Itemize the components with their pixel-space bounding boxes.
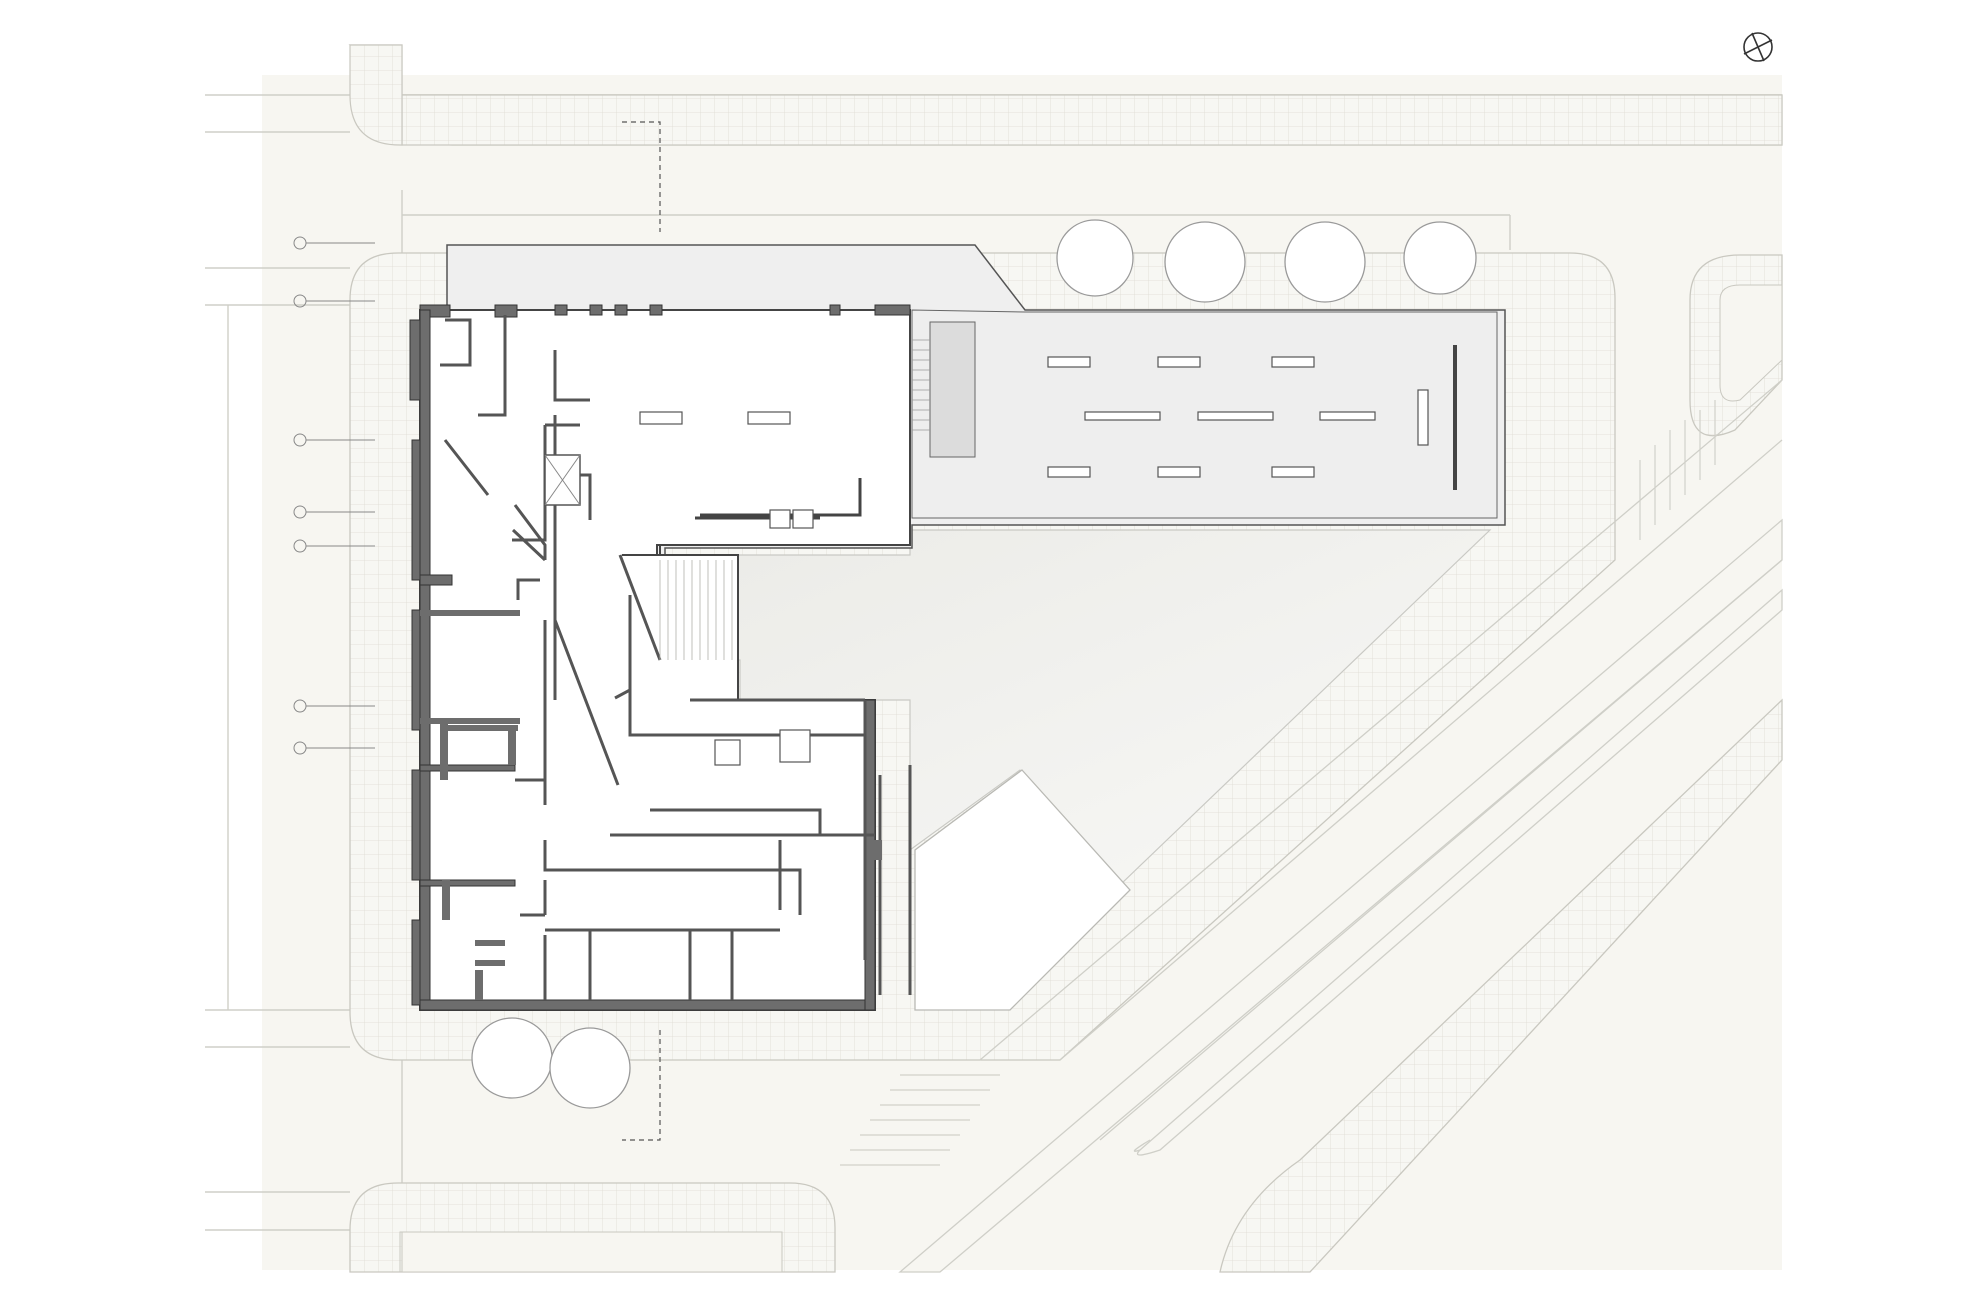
column-markers xyxy=(293,236,375,755)
trees-north xyxy=(1056,219,1477,303)
interior-walls xyxy=(440,315,912,1000)
courtyard-pavilion xyxy=(914,769,1131,1011)
trees-south xyxy=(471,1017,631,1109)
section-cut-lines xyxy=(622,121,661,1141)
sidewalk-bottom-core xyxy=(401,1231,783,1273)
gallery-benches xyxy=(1047,356,1429,478)
exterior-walls xyxy=(409,304,911,1011)
diagonal-boulevard xyxy=(898,379,1783,1273)
elevator-x xyxy=(544,454,581,506)
island-inner xyxy=(1719,284,1783,402)
room-blocks xyxy=(420,610,882,1000)
north-arrow-icon xyxy=(1743,32,1773,62)
stair-hatch-courtyard xyxy=(659,560,733,660)
sidewalk-bottom-inner xyxy=(399,1231,402,1272)
stair-hatch xyxy=(912,339,930,431)
crosswalk-hatch xyxy=(840,400,1716,1166)
gallery-connector xyxy=(622,544,910,556)
gallery-atrium xyxy=(929,321,976,458)
sidewalk-top-band xyxy=(401,94,1783,146)
inner-benches xyxy=(639,411,814,766)
sidewalk-top-left-curve xyxy=(349,44,403,146)
